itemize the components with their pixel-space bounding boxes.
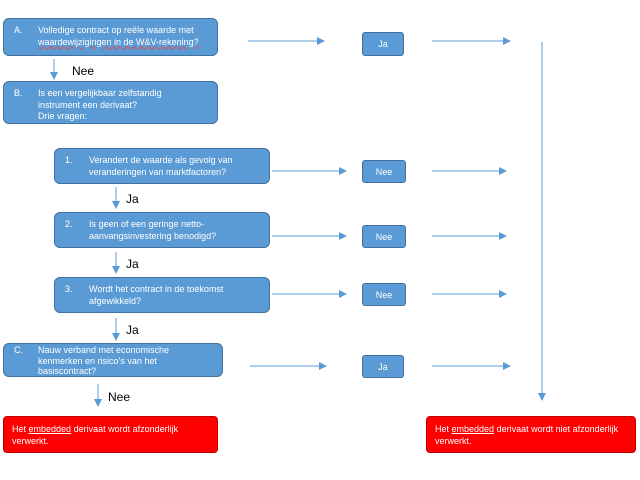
result-right: Het embedded derivaat wordt niet afzonde… [426, 416, 636, 453]
answer-1-nee: Nee [362, 160, 406, 183]
box-c-letter: C. [14, 345, 23, 355]
question-box-1: 1. Verandert de waarde als gevolg van ve… [54, 148, 270, 184]
box-a-letter: A. [14, 25, 23, 35]
question-box-b: B. Is een vergelijkbaar zelfstandig inst… [3, 81, 218, 124]
box-c-line3: basiscontract? [38, 366, 97, 376]
answer-3-nee: Nee [362, 283, 406, 306]
box-c-line1: Nauw verband met economische [38, 345, 170, 355]
question-box-a: A. Volledige contract op reële waarde me… [3, 18, 218, 56]
result-left: Het embedded derivaat wordt afzonderlijk… [3, 416, 218, 453]
box-2-line1: Is geen of een geringe netto- [89, 219, 205, 229]
result-left-pre: Het [12, 424, 29, 434]
flow-label-3-ja: Ja [126, 323, 139, 337]
box-b-line2: instrument een derivaat? [38, 99, 138, 110]
question-box-2: 2. Is geen of een geringe netto- aanvang… [54, 212, 270, 248]
box-b-line1: Is een vergelijkbaar zelfstandig [38, 88, 162, 98]
box-b-letter: B. [14, 88, 23, 98]
box-1-line2: veranderingen van marktfactoren? [89, 166, 227, 177]
box-3-line1: Wordt het contract in de toekomst [89, 284, 224, 294]
result-left-post: derivaat wordt afzonderlijk verwerkt. [12, 424, 179, 446]
flow-label-c-nee: Nee [108, 390, 131, 404]
result-right-post: derivaat wordt niet afzonderlijk verwerk… [435, 424, 619, 446]
answer-a-ja: Ja [362, 32, 404, 56]
box-b-line3: Drie vragen: [38, 111, 88, 121]
flow-label-a-nee: Nee [72, 64, 95, 78]
box-3-letter: 3. [65, 284, 73, 294]
box-3-line2: afgewikkeld? [89, 295, 142, 306]
question-box-c: C. Nauw verband met economische kenmerke… [3, 343, 223, 377]
box-1-line1: Verandert de waarde als gevolg van [89, 155, 233, 165]
box-a-line1: Volledige contract op reële waarde met [38, 25, 194, 35]
question-box-3: 3. Wordt het contract in de toekomst afg… [54, 277, 270, 313]
flow-label-1-ja: Ja [126, 192, 139, 206]
result-left-underlined: embedded [28, 424, 72, 434]
answer-c-ja: Ja [362, 355, 404, 378]
result-right-pre: Het [435, 424, 452, 434]
answer-2-nee: Nee [362, 225, 406, 248]
flow-label-2-ja: Ja [126, 257, 139, 271]
box-c-line2: kenmerken en risico’s van het [38, 355, 157, 366]
result-right-underlined: embedded [451, 424, 495, 434]
box-a-line2: waardewijzigingen in de W&V-rekening? [38, 36, 199, 47]
box-1-letter: 1. [65, 155, 73, 165]
box-2-line2: aanvangsinvestering benodigd? [89, 230, 217, 241]
box-2-letter: 2. [65, 219, 73, 229]
